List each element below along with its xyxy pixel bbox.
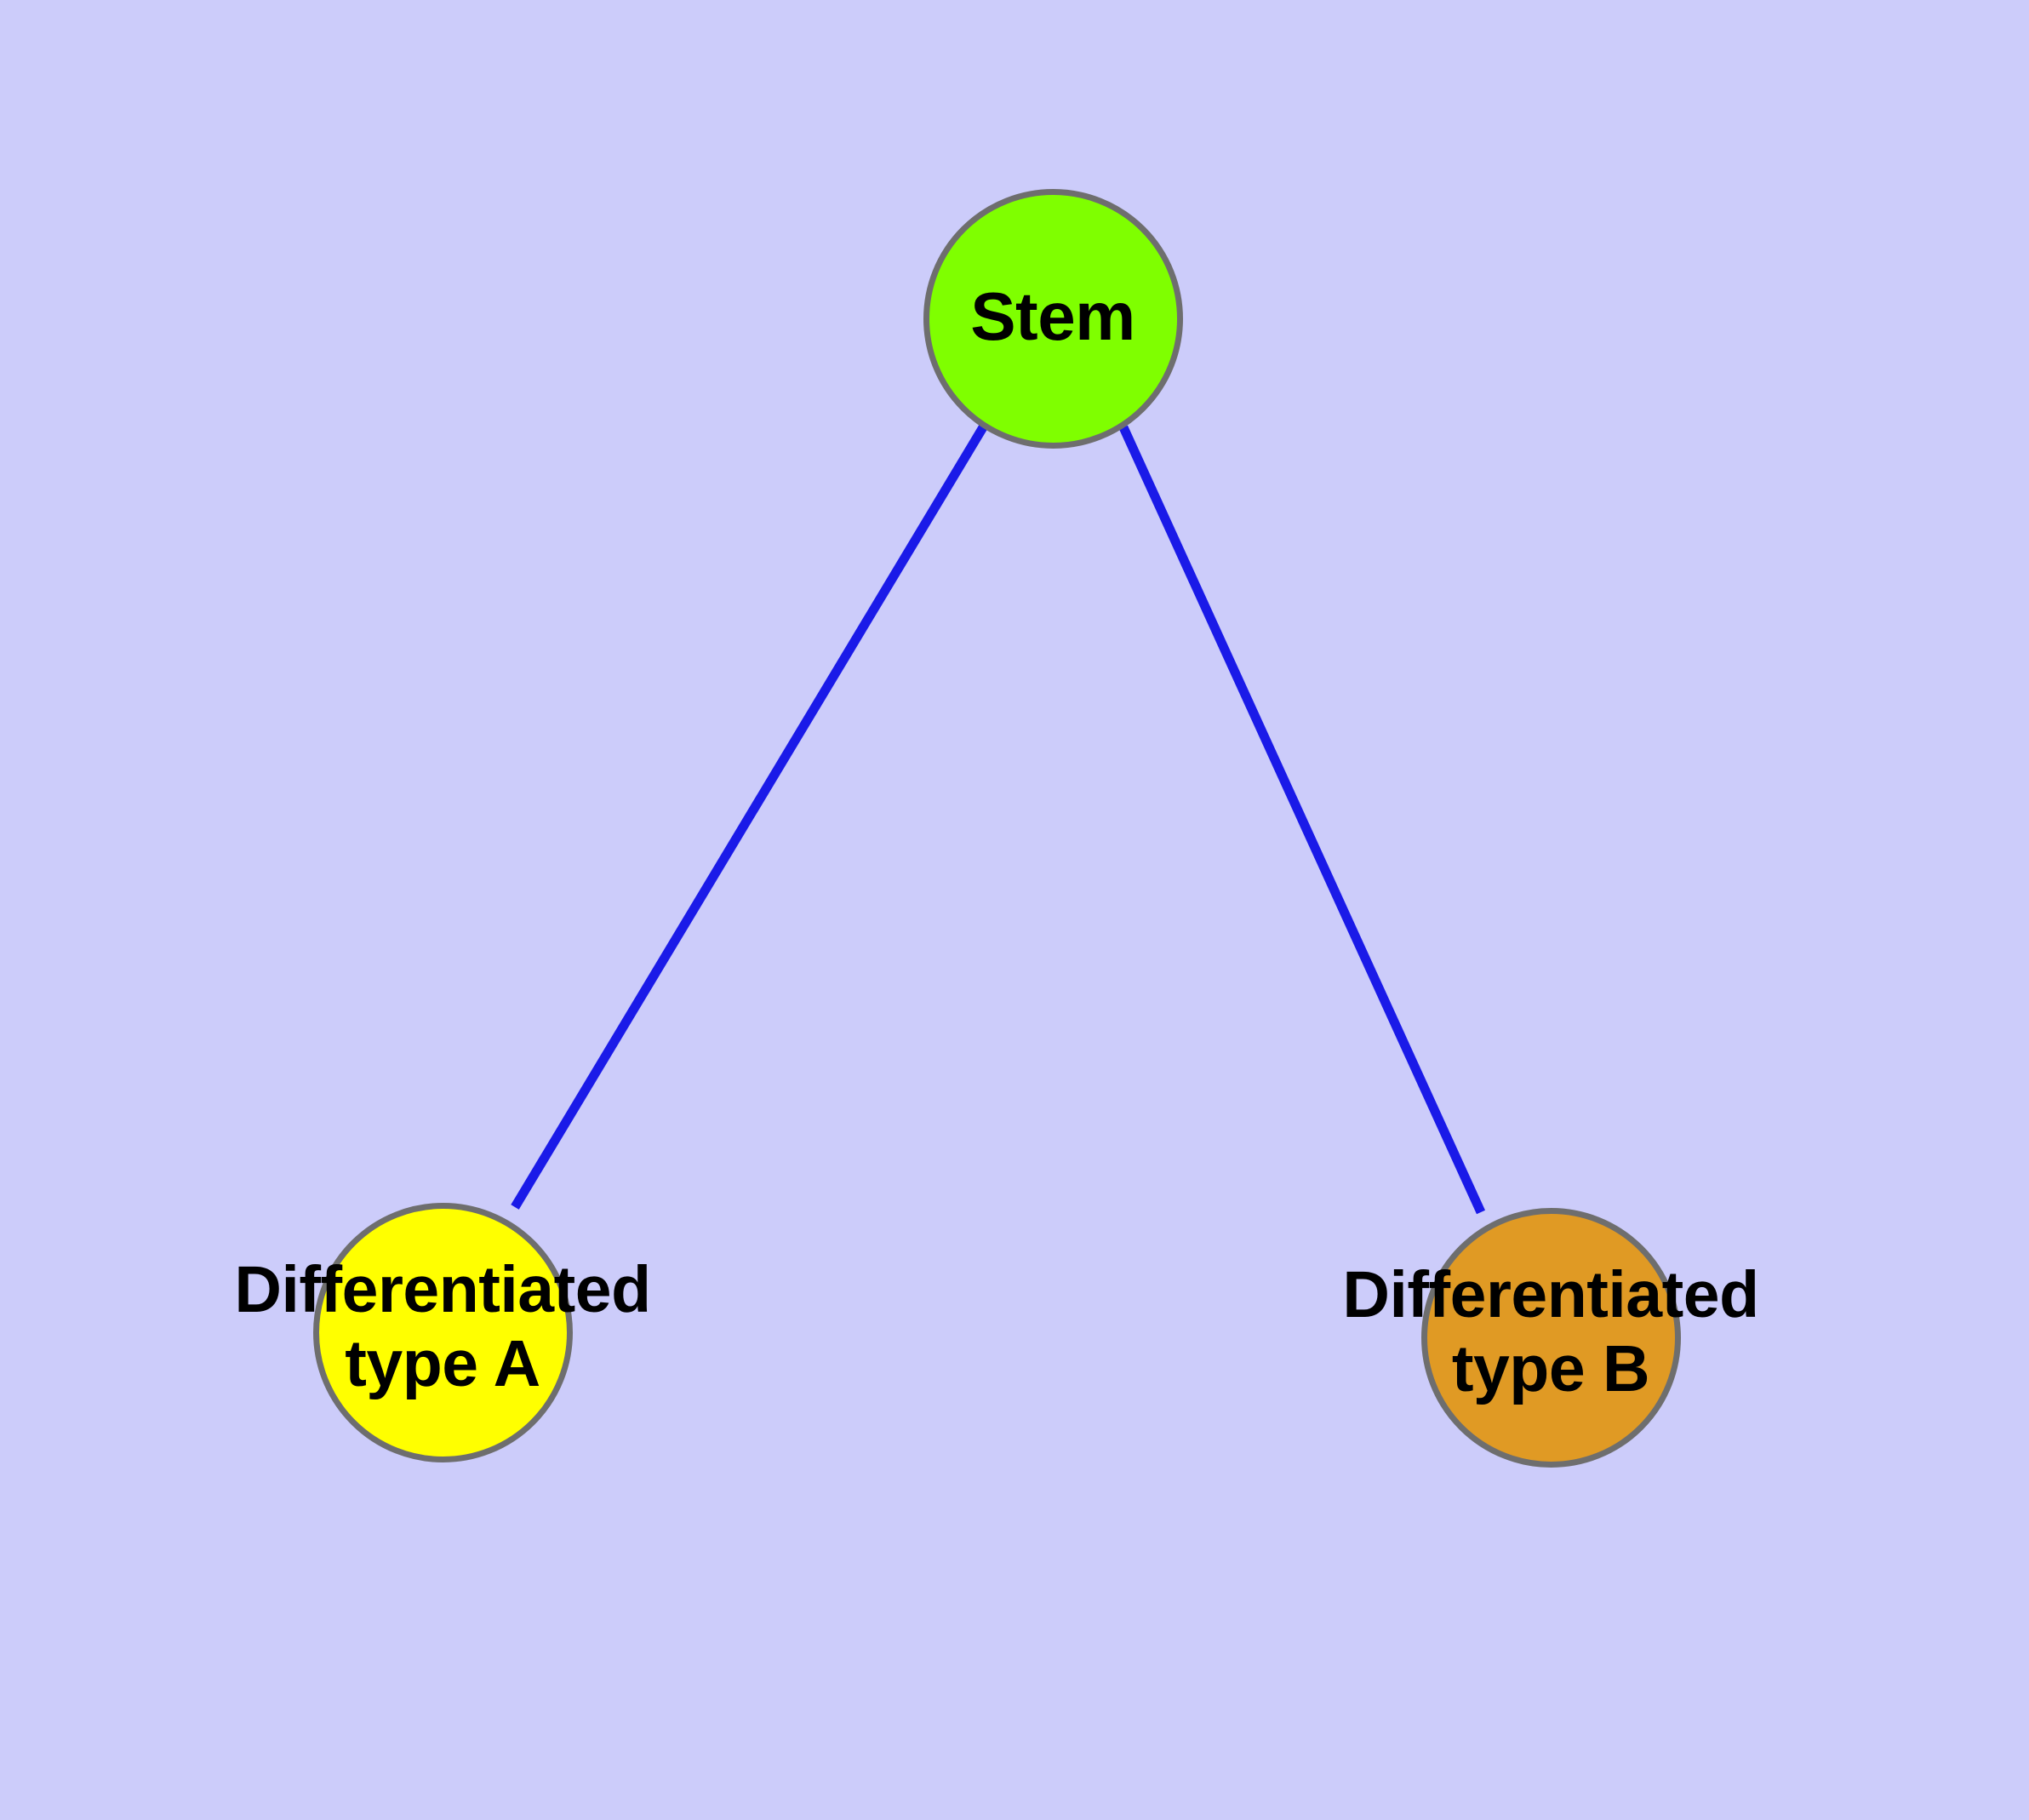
edge-stem-to-differentiated-type-b[interactable] <box>1118 425 1486 1215</box>
node-differentiated-type-b[interactable] <box>1421 1208 1681 1468</box>
edge-stem-to-differentiated-type-a[interactable] <box>511 425 987 1210</box>
node-stem[interactable] <box>923 189 1183 449</box>
node-differentiated-type-a[interactable] <box>313 1203 573 1462</box>
